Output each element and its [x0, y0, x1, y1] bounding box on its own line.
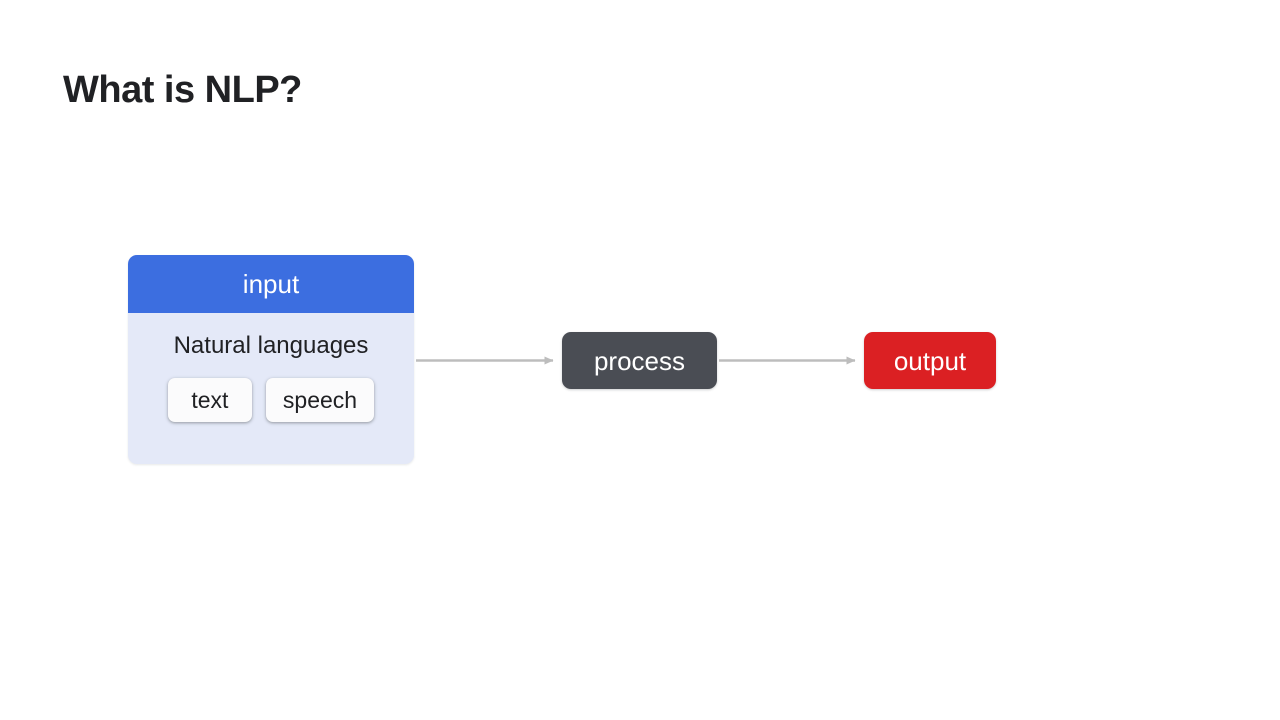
node-input-header: input	[128, 255, 414, 313]
node-output[interactable]: output	[864, 332, 996, 389]
node-output-label: output	[893, 345, 967, 376]
chip-text[interactable]: text	[167, 378, 252, 422]
node-process-label: process	[593, 345, 686, 376]
node-input-body: Natural languages text speech	[128, 313, 414, 464]
input-chip-row: text speech	[167, 378, 375, 422]
page-title: What is NLP?	[63, 69, 302, 111]
node-input-subtitle: Natural languages	[173, 332, 369, 359]
node-input-header-label: input	[242, 269, 300, 299]
node-process[interactable]: process	[562, 332, 717, 389]
node-input[interactable]: input Natural languages text speech	[128, 255, 414, 464]
chip-speech[interactable]: speech	[265, 378, 375, 422]
